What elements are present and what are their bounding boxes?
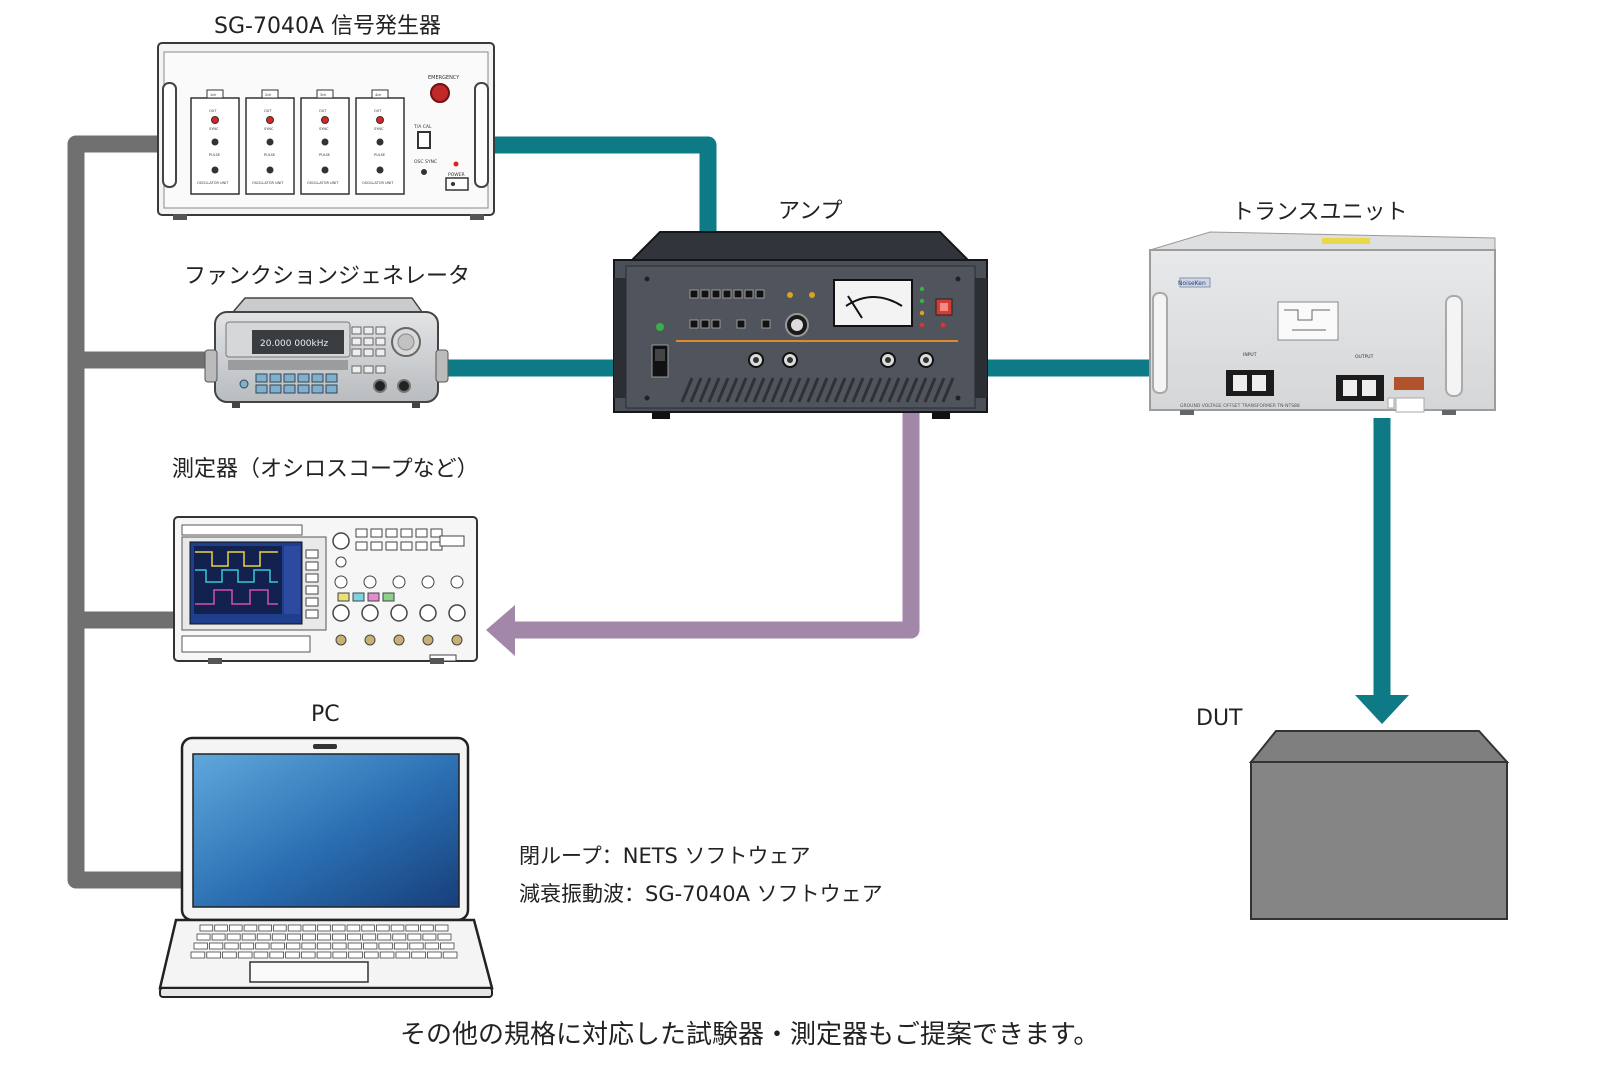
dut-box bbox=[1248, 730, 1510, 920]
teal-cables bbox=[440, 136, 1391, 695]
amplifier-device bbox=[613, 231, 988, 419]
trans-unit-device bbox=[1149, 231, 1496, 415]
module-unit-label: OSCILLATOR UNIT bbox=[197, 181, 229, 185]
module-tag-text: 4ch bbox=[375, 93, 381, 97]
damped-wave-note: 減衰振動波：SG-7040A ソフトウェア bbox=[519, 882, 883, 906]
module-jack-label: SYNC bbox=[319, 127, 329, 131]
fg-display-readout: 20.000 000kHz bbox=[260, 339, 329, 349]
measurement-device-label: 測定器（オシロスコープなど） bbox=[172, 457, 479, 482]
purple-feedback-cable bbox=[486, 412, 920, 656]
closed-loop-note: 閉ループ：NETS ソフトウェア bbox=[519, 844, 811, 868]
footer-note: その他の規格に対応した試験器・測定器もご提案できます。 bbox=[400, 1020, 1100, 1050]
module-jack-label: OUT bbox=[209, 109, 217, 113]
module-jack-label: SYNC bbox=[264, 127, 274, 131]
sg-cal-text: T/A CAL bbox=[413, 124, 432, 130]
module-tag-text: 3ch bbox=[320, 93, 326, 97]
module-jack-label: PULSE bbox=[264, 153, 275, 157]
module-unit-label: OSCILLATOR UNIT bbox=[362, 181, 394, 185]
oscilloscope-device bbox=[173, 516, 478, 664]
amplifier-label: アンプ bbox=[778, 199, 843, 224]
module-jack-label: OUT bbox=[319, 109, 327, 113]
module-tag-text: 2ch bbox=[265, 93, 271, 97]
module-jack-label: SYNC bbox=[374, 127, 384, 131]
module-jack-label: OUT bbox=[264, 109, 272, 113]
laptop-device bbox=[158, 736, 494, 998]
sg-emergency-text: EMERGENCY bbox=[428, 75, 460, 81]
module-unit-label: OSCILLATOR UNIT bbox=[307, 181, 339, 185]
signal-generator-label: SG-7040A 信号発生器 bbox=[214, 14, 441, 39]
pc-label: PC bbox=[311, 702, 340, 727]
sg-power-text: POWER bbox=[448, 172, 465, 178]
module-jack-label: OUT bbox=[374, 109, 382, 113]
module-jack-label: PULSE bbox=[209, 153, 220, 157]
trans-input-text: INPUT bbox=[1243, 352, 1257, 358]
module-tag-text: 1ch bbox=[210, 93, 216, 97]
module-jack-label: SYNC bbox=[209, 127, 219, 131]
trans-brand-text: NoiseKen bbox=[1178, 280, 1206, 287]
trans-output-text: OUTPUT bbox=[1355, 354, 1374, 360]
trans-bottom-text: GROUND VOLTAGE OFFSET TRANSFORMER TN-NTS… bbox=[1180, 403, 1300, 409]
trans-unit-label: トランスユニット bbox=[1232, 200, 1408, 225]
gray-control-bus bbox=[67, 135, 224, 889]
module-jack-label: PULSE bbox=[319, 153, 330, 157]
function-generator-label: ファンクションジェネレータ bbox=[184, 264, 471, 289]
module-unit-label: OSCILLATOR UNIT bbox=[252, 181, 284, 185]
module-jack-label: PULSE bbox=[374, 153, 385, 157]
sg-sync-text: OSC SYNC bbox=[414, 159, 437, 165]
teal-arrow-head bbox=[1355, 695, 1409, 724]
function-generator-device bbox=[204, 297, 449, 408]
dut-label: DUT bbox=[1196, 706, 1243, 731]
